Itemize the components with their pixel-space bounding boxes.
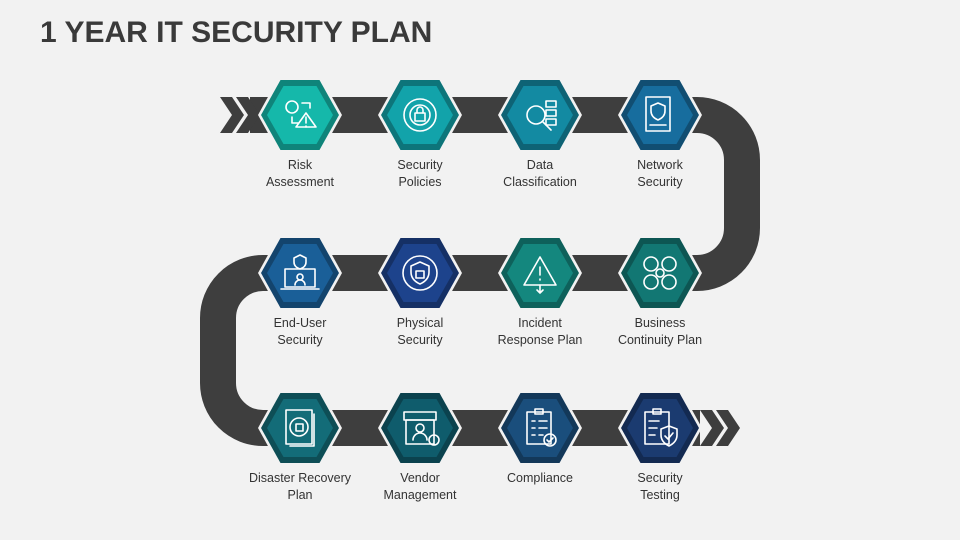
- clipboard-shield-icon: [644, 408, 678, 447]
- store-vendor-icon: [403, 411, 440, 446]
- hexagon-badge: [258, 235, 342, 311]
- step-label: Compliance: [475, 470, 605, 487]
- checklist-icon: [526, 408, 557, 447]
- hexagon-badge: [618, 235, 702, 311]
- hexagon-badge: [378, 390, 462, 466]
- step-label-line2: Plan: [287, 488, 313, 502]
- end-chevrons-icon: [700, 410, 740, 446]
- step-label-line1: Physical: [396, 316, 444, 330]
- step-label-line1: Incident: [518, 316, 562, 330]
- hexagon-badge: [498, 77, 582, 153]
- risk-gear-warning-icon: [285, 100, 317, 128]
- step-label-line2: Security: [397, 333, 443, 347]
- hexagon-badge: [618, 390, 702, 466]
- step-label-line2: Security: [637, 175, 683, 189]
- hexagon-badge: [258, 390, 342, 466]
- step-label-line1: End-User: [273, 316, 327, 330]
- step-label-line2: Testing: [640, 488, 680, 502]
- step-label-line2: Response Plan: [497, 333, 583, 347]
- hexagon-badge: [618, 77, 702, 153]
- step-label-line2: Assessment: [265, 175, 335, 189]
- step-label-line1: Disaster Recovery: [248, 471, 352, 485]
- hexagon-badge: [258, 77, 342, 153]
- step-label-line1: Risk: [287, 158, 313, 172]
- recovery-book-icon: [285, 409, 315, 447]
- step-label-line2: Policies: [398, 175, 442, 189]
- warning-arrows-icon: [523, 256, 557, 294]
- step-label-line1: Security: [637, 471, 683, 485]
- step-label-line1: Security: [397, 158, 443, 172]
- step-label-line2: Classification: [503, 175, 577, 189]
- step-label-line1: Business: [634, 316, 686, 330]
- shield-lock-icon: [402, 255, 438, 291]
- lock-network-icon: [403, 98, 437, 132]
- hexagon-badge: [378, 77, 462, 153]
- hexagon-badge: [378, 235, 462, 311]
- step-label-line1: Network: [637, 158, 683, 172]
- laptop-user-icon: [280, 254, 320, 290]
- certificate-shield-icon: [645, 96, 671, 132]
- hexagon-badge: [498, 390, 582, 466]
- step-label-line2: Security: [277, 333, 323, 347]
- hexagon-badge: [498, 235, 582, 311]
- page-title: 1 YEAR IT SECURITY PLAN: [40, 16, 433, 49]
- business-gear-icon: [643, 256, 677, 290]
- step-label-line2: Continuity Plan: [617, 333, 703, 347]
- data-magnifier-icon: [526, 100, 557, 131]
- step-label-line1: Data: [526, 158, 554, 172]
- start-chevrons-icon: [220, 97, 260, 133]
- step-label-line1: Vendor: [400, 471, 440, 485]
- step-label-line1: Compliance: [506, 471, 573, 485]
- step-label-line2: Management: [383, 488, 457, 502]
